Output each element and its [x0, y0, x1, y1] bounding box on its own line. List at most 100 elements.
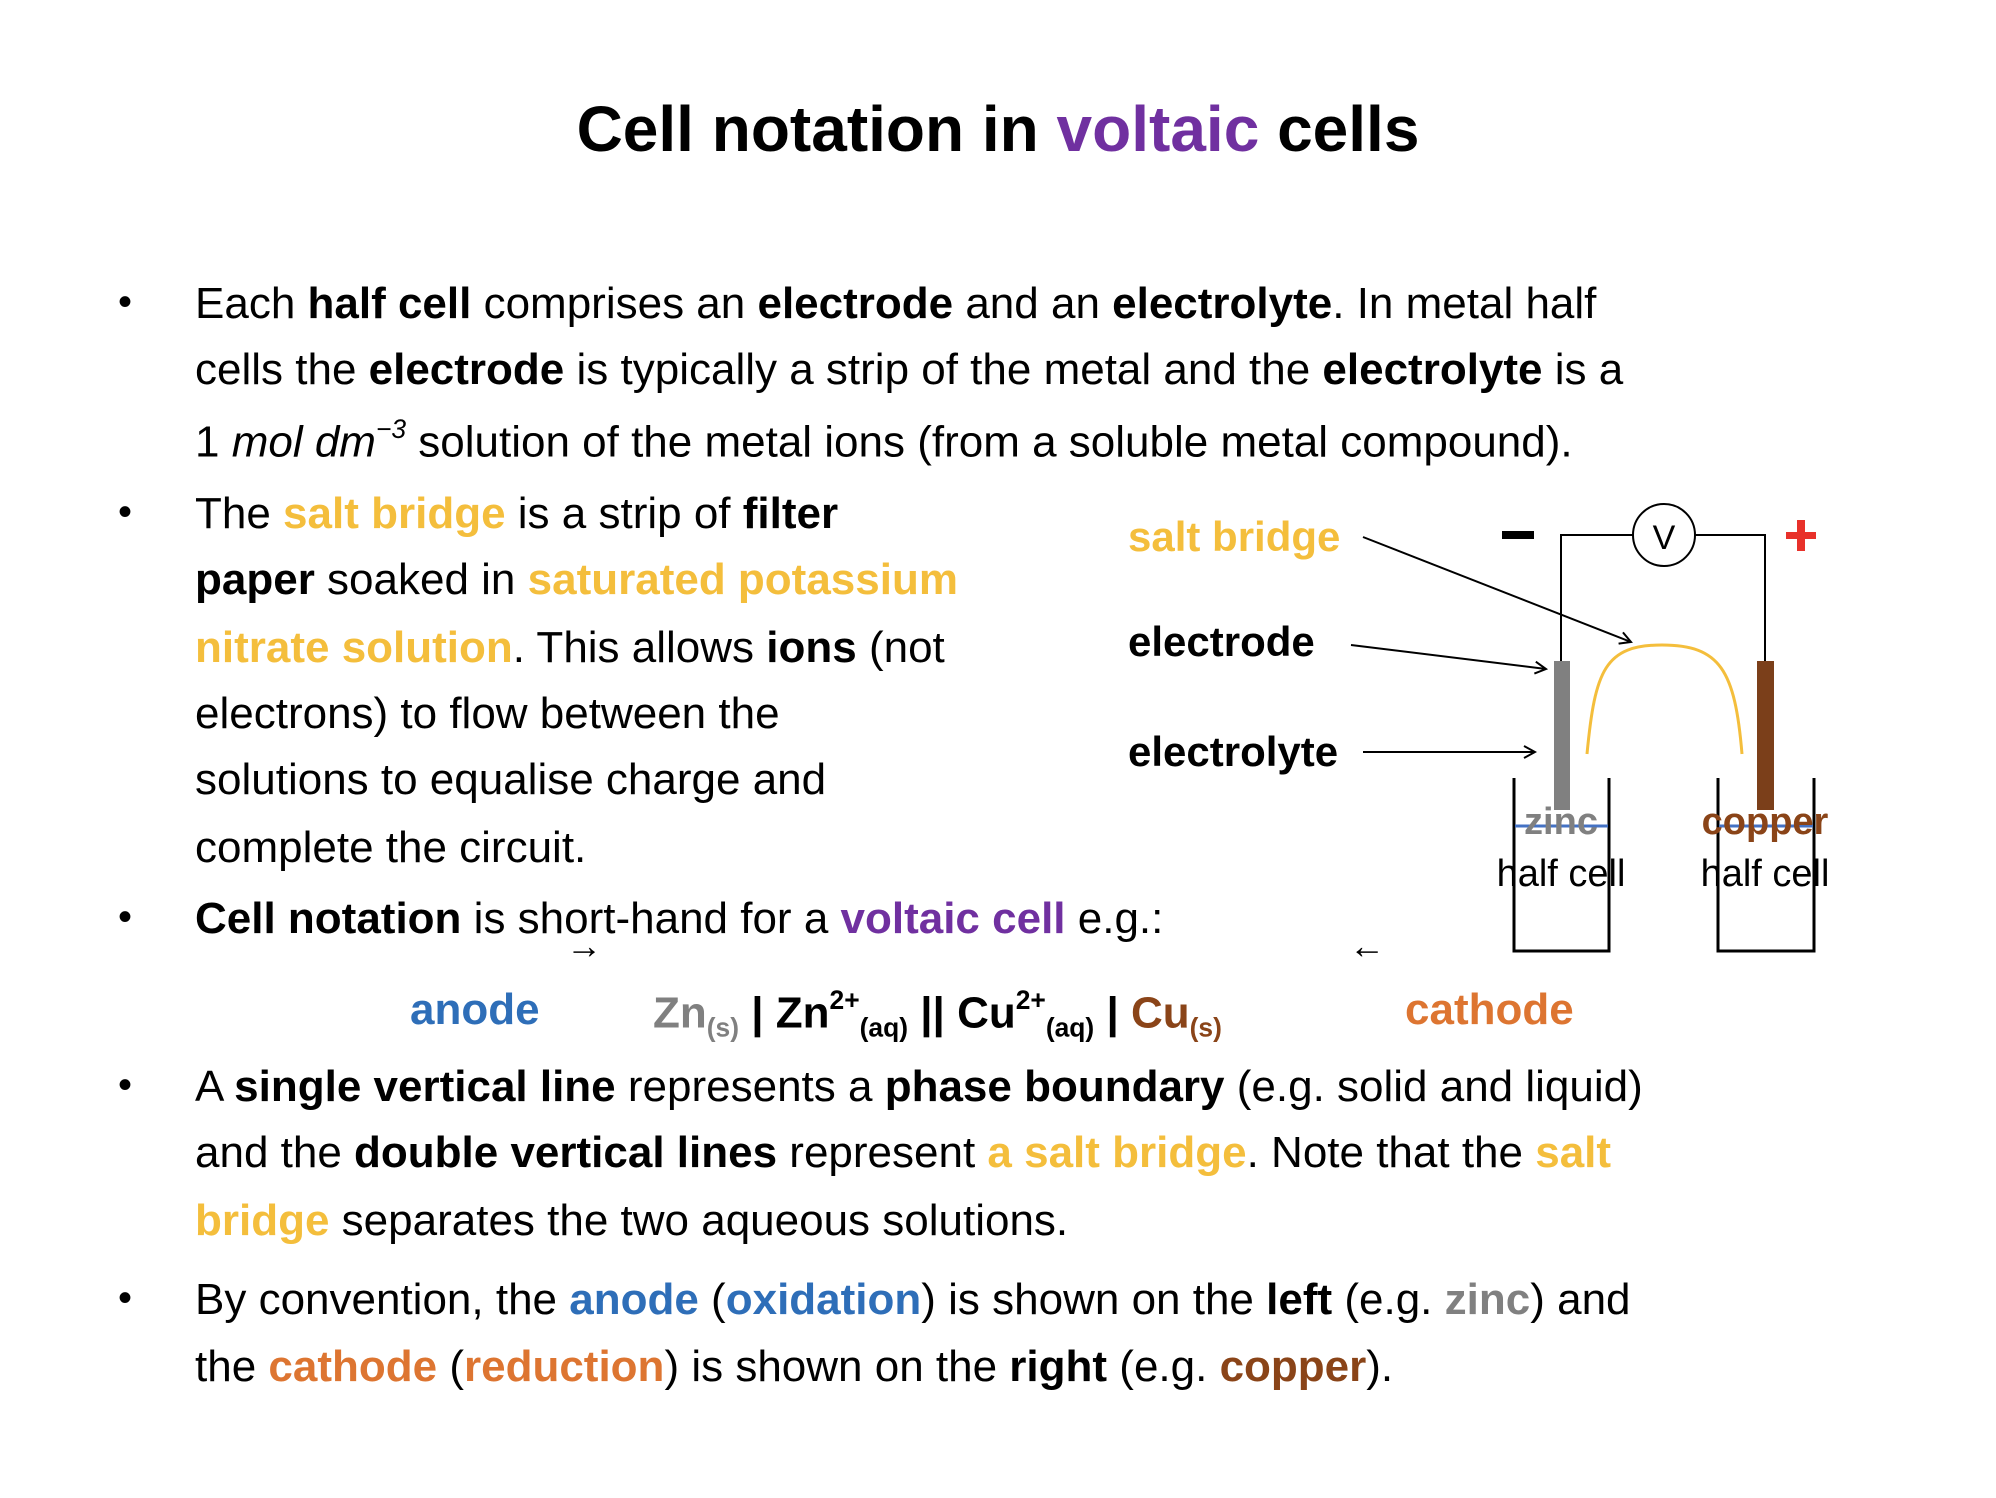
- text-segment: right: [1009, 1342, 1108, 1391]
- bullet-line: and the double vertical lines represent …: [195, 1131, 1611, 1175]
- text-segment: 1: [195, 417, 232, 467]
- text-segment: −3: [375, 414, 407, 444]
- text-segment: electrons) to flow between the: [195, 689, 780, 738]
- text-segment: (: [437, 1342, 464, 1391]
- bullet-line: A single vertical line represents a phas…: [195, 1065, 1643, 1109]
- arrow-left-icon: ←: [1349, 925, 1385, 966]
- text-segment: and an: [953, 279, 1113, 328]
- cathode-label: cathode: [1405, 985, 1574, 1034]
- text-segment: . In metal half: [1332, 279, 1597, 328]
- text-segment: ) and: [1530, 1275, 1631, 1324]
- bullet-icon: •: [118, 1276, 133, 1320]
- text-segment: 2+: [829, 985, 860, 1015]
- cell-notation-formula: anode → Zn(s) | Zn2+(aq) || Cu2+(aq) | C…: [0, 925, 1996, 1045]
- text-segment: (s): [706, 1012, 740, 1043]
- text-segment: cells: [1259, 93, 1420, 165]
- text-segment: |: [1094, 988, 1131, 1038]
- text-segment: electrolyte: [1322, 345, 1543, 394]
- text-segment: Cell notation: [195, 894, 462, 943]
- text-segment: (: [698, 1275, 726, 1324]
- text-segment: (s): [1189, 1012, 1222, 1043]
- text-segment: Zn: [653, 988, 707, 1038]
- text-segment: oxidation: [725, 1275, 922, 1324]
- text-segment: complete the circuit.: [195, 823, 587, 872]
- text-segment: voltaic: [1056, 93, 1260, 165]
- text-segment: | Zn: [739, 988, 830, 1038]
- text-segment: Cell notation in: [576, 93, 1057, 165]
- bullet-icon: •: [118, 280, 133, 324]
- bullet-line: the cathode (reduction) is shown on the …: [195, 1345, 1393, 1389]
- bullet-icon: •: [118, 490, 133, 534]
- text-segment: 2+: [1015, 985, 1046, 1015]
- minus-icon: [1502, 531, 1534, 539]
- text-segment: represents a: [615, 1062, 885, 1111]
- text-segment: electrode: [368, 345, 565, 394]
- text-segment: is short-hand for a: [461, 894, 841, 943]
- text-segment: ) is shown on the: [664, 1342, 1010, 1391]
- text-segment: e.g.:: [1065, 894, 1164, 943]
- text-segment: cells the: [195, 345, 369, 394]
- text-segment: ) is shown on the: [921, 1275, 1267, 1324]
- text-segment: zinc: [1444, 1275, 1531, 1324]
- text-segment: is a strip of: [505, 489, 743, 538]
- text-segment: (e.g.: [1332, 1275, 1445, 1324]
- page-title: Cell notation in voltaic cells: [0, 92, 1996, 166]
- bullet-line: cells the electrode is typically a strip…: [195, 348, 1623, 392]
- text-segment: . This allows: [512, 623, 767, 672]
- text-segment: Each: [195, 279, 308, 328]
- arrow-right-icon: →: [566, 925, 602, 966]
- text-segment: The: [195, 489, 284, 538]
- text-segment: (aq): [1045, 1012, 1095, 1043]
- bullet-line: Cell notation is short-hand for a voltai…: [195, 897, 1163, 941]
- text-segment: By convention, the: [195, 1275, 570, 1324]
- text-segment: || Cu: [908, 988, 1016, 1038]
- text-segment: a salt bridge: [987, 1128, 1247, 1177]
- text-segment: comprises an: [471, 279, 758, 328]
- text-segment: ions: [766, 623, 857, 672]
- text-segment: mol dm: [231, 417, 376, 467]
- text-segment: (e.g.: [1107, 1342, 1220, 1391]
- text-segment: Cu: [1130, 988, 1190, 1038]
- copper-half-cell-label: half cell: [1701, 853, 1830, 895]
- text-segment: voltaic cell: [840, 894, 1066, 943]
- zinc-electrode: [1554, 661, 1570, 810]
- text-segment: copper: [1219, 1342, 1367, 1391]
- bullet-line: solutions to equalise charge and: [195, 758, 826, 802]
- bullet-line: By convention, the anode (oxidation) is …: [195, 1278, 1631, 1322]
- text-segment: and the: [195, 1128, 355, 1177]
- formula-expression: Zn(s) | Zn2+(aq) || Cu2+(aq) | Cu(s): [653, 985, 1222, 1044]
- text-segment: paper: [195, 555, 315, 604]
- text-segment: saturated potassium: [527, 555, 958, 604]
- text-segment: reduction: [463, 1342, 665, 1391]
- wire-left: [1560, 534, 1633, 661]
- anode-label: anode: [410, 985, 540, 1034]
- text-segment: electrode: [757, 279, 954, 328]
- text-segment: filter: [742, 489, 839, 538]
- bullet-line: paper soaked in saturated potassium: [195, 558, 958, 602]
- text-segment: . Note that the: [1246, 1128, 1536, 1177]
- text-segment: is typically a strip of the metal and th…: [564, 345, 1323, 394]
- voltmeter-label: V: [1653, 519, 1676, 557]
- text-segment: solution of the metal ions (from a solub…: [406, 417, 1573, 467]
- bullet-line: 1 mol dm−3 solution of the metal ions (f…: [195, 416, 1573, 464]
- text-segment: half cell: [307, 279, 472, 328]
- text-segment: nitrate solution: [195, 623, 513, 672]
- text-segment: is a: [1542, 345, 1624, 394]
- text-segment: ).: [1366, 1342, 1394, 1391]
- salt-bridge-strip: [1585, 643, 1744, 755]
- text-segment: left: [1266, 1275, 1333, 1324]
- text-segment: phase boundary: [884, 1062, 1225, 1111]
- text-segment: anode: [569, 1275, 699, 1324]
- text-segment: (e.g. solid and liquid): [1224, 1062, 1643, 1111]
- bullet-line: bridge separates the two aqueous solutio…: [195, 1199, 1068, 1243]
- text-segment: (not: [856, 623, 945, 672]
- wire-right: [1695, 534, 1766, 661]
- copper-electrode: [1757, 661, 1774, 810]
- text-segment: single vertical line: [234, 1062, 616, 1111]
- bullet-line: Each half cell comprises an electrode an…: [195, 282, 1596, 326]
- text-segment: separates the two aqueous solutions.: [329, 1196, 1069, 1245]
- bullet-line: complete the circuit.: [195, 826, 586, 870]
- text-segment: electrolyte: [1112, 279, 1333, 328]
- copper-beaker: [1716, 778, 1816, 953]
- voltmeter-icon: [1632, 503, 1696, 567]
